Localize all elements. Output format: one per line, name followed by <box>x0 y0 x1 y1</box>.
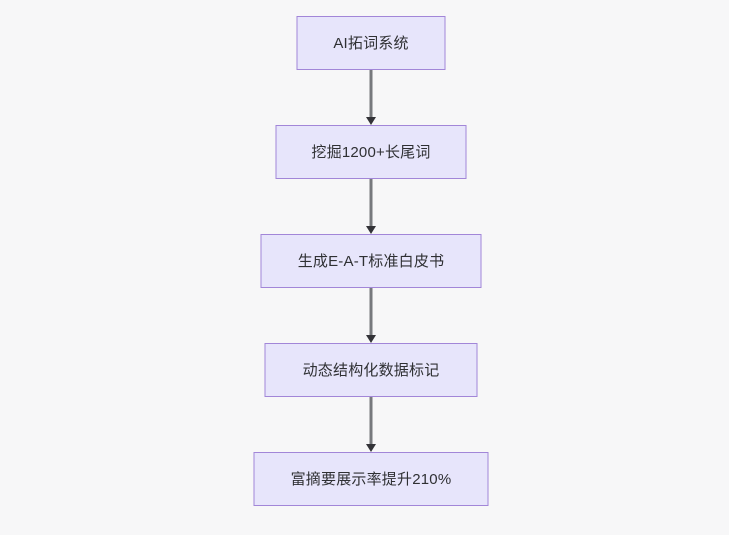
arrowhead-icon <box>366 117 376 125</box>
edge-n2-n3 <box>364 179 378 234</box>
edge-line <box>369 70 373 118</box>
flowchart-node-rich-snippet-result[interactable]: 富摘要展示率提升210% <box>253 452 489 506</box>
flowchart-node-structured-data-markup[interactable]: 动态结构化数据标记 <box>264 343 478 397</box>
node-label: 生成E-A-T标准白皮书 <box>297 252 445 270</box>
node-label: 动态结构化数据标记 <box>302 361 440 379</box>
node-label: 富摘要展示率提升210% <box>290 470 452 488</box>
flowchart-node-ai-keyword-system[interactable]: AI拓词系统 <box>296 16 446 70</box>
edge-line <box>369 288 373 336</box>
node-label: AI拓词系统 <box>333 34 409 52</box>
flowchart-node-eat-whitepaper[interactable]: 生成E-A-T标准白皮书 <box>260 234 482 288</box>
flowchart-node-longtail-mining[interactable]: 挖掘1200+长尾词 <box>275 125 467 179</box>
edge-line <box>369 397 373 445</box>
arrowhead-icon <box>366 226 376 234</box>
arrowhead-icon <box>366 444 376 452</box>
arrowhead-icon <box>366 335 376 343</box>
edge-n4-n5 <box>364 397 378 452</box>
edge-line <box>369 179 373 227</box>
edge-n1-n2 <box>364 70 378 125</box>
node-label: 挖掘1200+长尾词 <box>311 143 431 161</box>
edge-n3-n4 <box>364 288 378 343</box>
